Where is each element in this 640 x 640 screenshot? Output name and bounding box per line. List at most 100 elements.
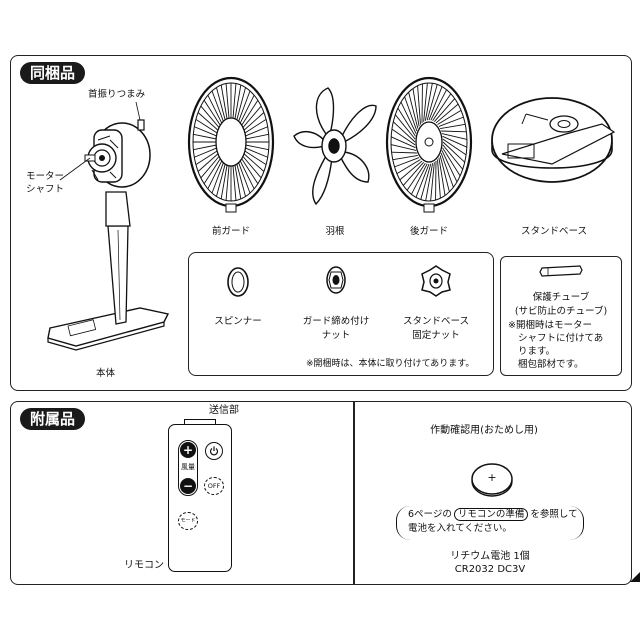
included-items-panel: [10, 55, 632, 391]
guard-spoke: [435, 103, 459, 124]
guard-spoke: [234, 163, 242, 200]
battery-instruction-bracket: [396, 506, 584, 540]
motor-shaft-label-1: モーター: [26, 171, 65, 182]
guard-spoke: [440, 123, 466, 130]
guard-spoke: [211, 160, 225, 194]
guard-spoke: [203, 100, 222, 127]
tube-subtitle: (サビ防止のチューブ): [514, 306, 608, 317]
guard-spoke: [220, 163, 228, 200]
guard-spoke: [194, 147, 218, 158]
guard-spoke: [232, 163, 237, 201]
guard-spoke: [239, 94, 255, 125]
remote-wind-rocker: [178, 440, 198, 496]
guard-spoke: [396, 159, 421, 175]
guard-spoke: [404, 96, 418, 132]
guard-spoke: [397, 107, 416, 137]
guard-spoke: [428, 86, 443, 121]
guard-spoke: [237, 160, 251, 194]
guard-spoke: [437, 109, 462, 125]
guard-spoke: [442, 141, 466, 163]
guard-spoke: [195, 119, 219, 134]
guard-spoke: [193, 133, 218, 140]
guard-spoke: [434, 98, 456, 122]
guard-nut-label-2: ナット: [321, 330, 351, 341]
guard-spoke: [239, 159, 255, 190]
guard-spoke: [242, 152, 265, 172]
guard-spoke: [441, 130, 467, 133]
power-icon: [209, 446, 219, 456]
guard-spoke: [225, 83, 230, 121]
coin-battery-mark: +: [487, 471, 497, 484]
guard-spoke: [244, 144, 269, 151]
guard-spoke: [438, 116, 464, 127]
front-guard-label: 前ガード: [211, 226, 250, 237]
guard-spoke: [441, 133, 468, 140]
guard-spoke: [406, 162, 426, 191]
guard-spoke: [240, 100, 259, 127]
tube-note-4: 梱包部材です。: [518, 359, 584, 370]
page-corner-mark: [630, 572, 640, 582]
guard-spoke: [216, 87, 227, 122]
tube-note-1: ※開梱時はモーター: [508, 320, 592, 331]
rear-guard-illustration: [385, 76, 473, 213]
guard-spoke: [424, 83, 433, 121]
guard-spoke: [442, 144, 464, 170]
spinner-label: スピンナー: [214, 316, 262, 327]
guard-spoke: [408, 92, 419, 129]
guard-spoke: [432, 93, 452, 122]
accessories-divider: [353, 402, 355, 584]
protective-tube-icon: [539, 265, 583, 277]
guard-spoke: [441, 150, 458, 183]
guard-spoke: [442, 138, 467, 156]
guard-spoke: [207, 159, 223, 190]
guard-spoke: [193, 144, 218, 151]
coin-battery-icon: [471, 463, 513, 497]
guard-spoke: [423, 83, 428, 122]
remote-transmitter: [184, 419, 216, 424]
guard-spoke: [203, 157, 222, 184]
guard-spoke: [232, 83, 237, 121]
guard-spoke: [415, 163, 430, 198]
guard-spoke: [207, 94, 223, 125]
instruction-post: を参照して: [530, 509, 578, 520]
protective-tube-box: [500, 256, 622, 376]
guard-spoke: [243, 150, 267, 165]
blade-label: 羽根: [325, 226, 345, 237]
guard-spoke: [391, 151, 417, 154]
base-nut-label-1: スタンドベース: [402, 316, 470, 327]
instruction-reference: リモコンの準備: [453, 508, 529, 521]
guard-spoke: [234, 84, 242, 121]
guard-spoke: [442, 147, 461, 177]
guard-spoke: [390, 136, 416, 149]
guard-spoke: [197, 152, 220, 172]
guard-spoke: [420, 163, 432, 200]
guard-spoke: [240, 157, 259, 184]
guard-spoke: [392, 154, 418, 161]
tube-note-3: ります。: [518, 346, 556, 357]
guard-spoke: [243, 119, 267, 134]
battery-spec: CR2032 DC3V: [454, 564, 526, 575]
guard-spoke: [225, 163, 230, 201]
guard-spoke: [394, 114, 416, 140]
guard-spoke: [194, 126, 218, 137]
guard-nut-icon: [326, 266, 346, 294]
guard-spoke: [244, 126, 268, 137]
guard-spoke: [392, 121, 416, 143]
guard-spoke: [391, 128, 416, 146]
base-nut-label-2: 固定ナット: [412, 330, 460, 341]
tube-note-2: シャフトに付けてあ: [518, 333, 604, 344]
remote-label: リモコン: [124, 560, 164, 571]
guard-spoke: [402, 162, 424, 186]
guard-spoke: [244, 147, 268, 158]
guard-nut-label-1: ガード締め付け: [302, 316, 370, 327]
guard-spoke: [211, 90, 225, 124]
guard-spoke: [200, 105, 221, 129]
guard-spoke: [438, 157, 446, 196]
wind-up-button: +: [180, 442, 196, 458]
base-nut-icon: [421, 265, 451, 297]
guard-spoke: [439, 155, 450, 192]
oscillation-knob-label: 首振りつまみ: [88, 89, 146, 100]
guard-spoke: [220, 84, 228, 121]
motor-shaft-label-2: シャフト: [26, 184, 65, 195]
fan-body-illustration: [47, 101, 170, 351]
